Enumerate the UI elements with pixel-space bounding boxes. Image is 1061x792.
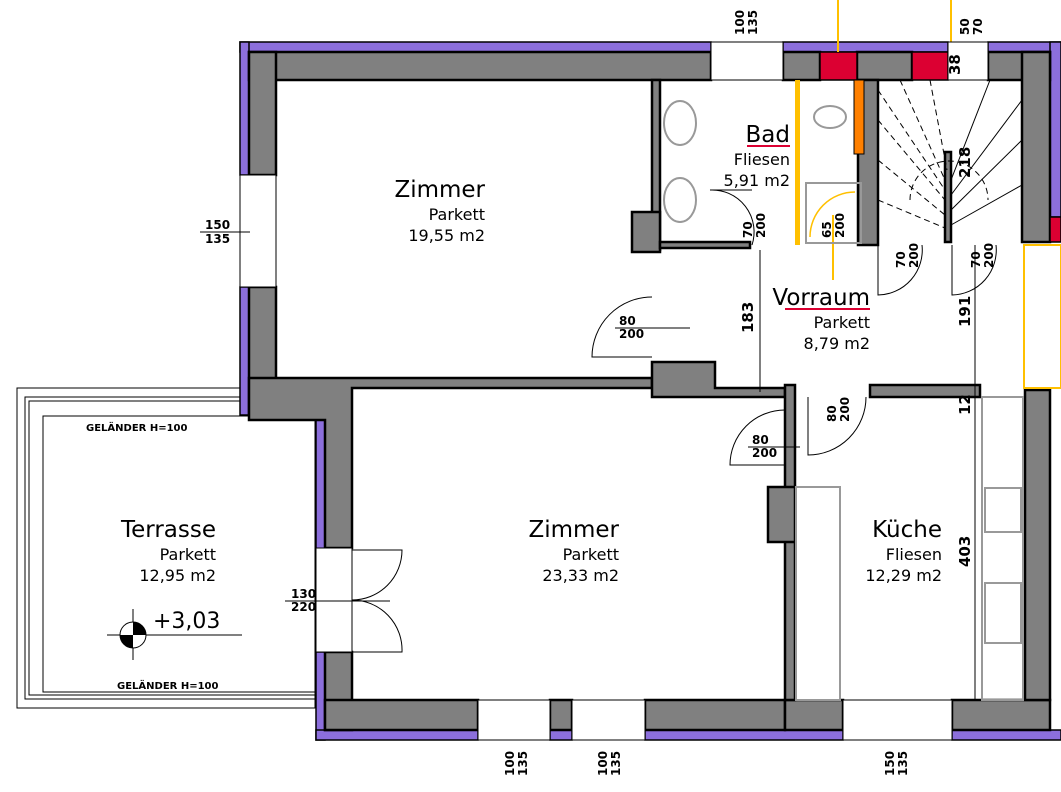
svg-text:12: 12	[956, 394, 974, 415]
room-bad-name: Bad	[746, 122, 790, 148]
room-zimmer1-area: 19,55 m2	[408, 226, 485, 245]
dimension-labels: 38 218 183 191 12 403	[739, 54, 976, 700]
room-terrasse-name: Terrasse	[120, 517, 216, 543]
room-zimmer1-name: Zimmer	[394, 177, 485, 203]
svg-text:80: 80	[825, 405, 839, 422]
railing-label-top: GELÄNDER H=100	[86, 420, 187, 434]
svg-text:70: 70	[894, 251, 908, 268]
sink-1	[663, 100, 697, 146]
svg-text:200: 200	[838, 397, 852, 422]
svg-text:220: 220	[291, 600, 316, 614]
chimney-3	[1049, 216, 1061, 243]
chimney-2	[911, 51, 949, 81]
svg-text:130: 130	[291, 587, 316, 601]
svg-text:403: 403	[956, 536, 974, 567]
svg-text:80: 80	[752, 433, 769, 447]
svg-text:135: 135	[746, 10, 760, 35]
room-zimmer2-floor: Parkett	[563, 545, 619, 564]
doors	[351, 189, 997, 653]
svg-text:80: 80	[619, 314, 636, 328]
svg-text:70: 70	[971, 18, 985, 35]
room-vorraum-area: 8,79 m2	[804, 334, 870, 353]
svg-text:50: 50	[958, 18, 972, 35]
room-vorraum-name: Vorraum	[772, 285, 870, 311]
room-kueche-floor: Fliesen	[886, 545, 942, 564]
svg-text:135: 135	[516, 751, 530, 776]
terrace-outline	[16, 387, 316, 709]
room-terrasse-floor: Parkett	[160, 545, 216, 564]
svg-text:65: 65	[820, 221, 834, 238]
fixtures	[663, 100, 1024, 701]
svg-text:150: 150	[883, 751, 897, 776]
room-kueche-name: Küche	[872, 517, 942, 543]
glass-partition	[795, 80, 800, 245]
room-zimmer1-floor: Parkett	[429, 205, 485, 224]
walls	[247, 50, 1052, 732]
toilet	[813, 105, 847, 129]
chimney-1	[819, 51, 858, 81]
svg-text:218: 218	[956, 147, 974, 178]
windows	[239, 41, 989, 741]
room-kueche-area: 12,29 m2	[865, 566, 942, 585]
railing-label-bottom: GELÄNDER H=100	[117, 678, 218, 692]
svg-text:200: 200	[982, 243, 996, 268]
room-zimmer2-name: Zimmer	[528, 517, 619, 543]
room-terrasse-area: 12,95 m2	[139, 566, 216, 585]
installation-wall	[853, 79, 865, 155]
svg-text:70: 70	[969, 251, 983, 268]
svg-text:200: 200	[907, 243, 921, 268]
svg-text:135: 135	[609, 751, 623, 776]
svg-text:191: 191	[956, 296, 974, 327]
room-vorraum-floor: Parkett	[814, 313, 870, 332]
sink-2	[663, 177, 697, 223]
svg-text:135: 135	[205, 232, 230, 246]
room-bad-floor: Fliesen	[734, 150, 790, 169]
svg-text:100: 100	[596, 751, 610, 776]
svg-text:100: 100	[733, 10, 747, 35]
svg-text:100: 100	[503, 751, 517, 776]
svg-text:135: 135	[896, 751, 910, 776]
shower-tray	[805, 182, 862, 244]
staircase	[877, 79, 1023, 229]
svg-text:200: 200	[619, 327, 644, 341]
opening-labels: 100 135 50 70 150 135 80 200 70 200 65 2…	[200, 10, 996, 776]
room-zimmer2-area: 23,33 m2	[542, 566, 619, 585]
level-value: +3,03	[153, 609, 220, 634]
stair-railing	[1023, 244, 1061, 389]
svg-text:200: 200	[752, 446, 777, 460]
svg-text:200: 200	[754, 213, 768, 238]
svg-text:70: 70	[741, 221, 755, 238]
svg-text:200: 200	[833, 213, 847, 238]
svg-text:150: 150	[205, 218, 230, 232]
room-bad-area: 5,91 m2	[724, 171, 790, 190]
svg-text:183: 183	[739, 302, 757, 333]
kitchen-counter	[981, 396, 1024, 701]
level-marker-icon	[107, 609, 242, 660]
svg-text:38: 38	[946, 54, 964, 75]
